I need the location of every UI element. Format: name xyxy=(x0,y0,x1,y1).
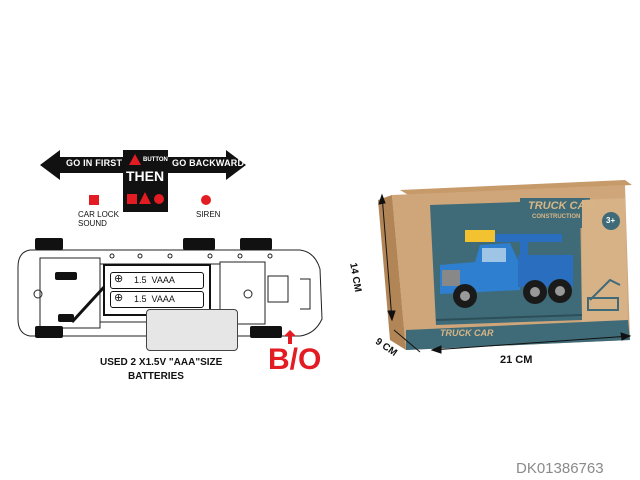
button-label: BUTTON xyxy=(143,157,168,163)
circle-button-icon xyxy=(154,194,164,204)
bottom-logo: TRUCK CAR xyxy=(440,328,494,338)
age-badge xyxy=(602,212,620,230)
battery-2-plus-icon: ⊕ xyxy=(114,292,124,304)
width-dimension: 21 CM xyxy=(500,354,533,366)
square-button-icon xyxy=(127,194,137,204)
height-dimension: 14 CM xyxy=(347,262,364,293)
siren-circle-icon xyxy=(201,195,211,205)
battery-2-label: 1.5 VAAA xyxy=(134,294,175,304)
brand-sub: CONSTRUCTION xyxy=(532,214,581,220)
battery-1-plus-icon: ⊕ xyxy=(114,273,124,285)
truck-underside-diagram xyxy=(17,238,323,338)
car-lock-label: CAR LOCK xyxy=(78,210,119,219)
car-lock-sound-label: SOUND xyxy=(78,219,107,228)
go-backward-label: GO BACKWARD xyxy=(172,158,245,168)
battery-1 xyxy=(110,272,204,289)
battery-note-line2: BATTERIES xyxy=(128,371,184,382)
age-badge-label: 3+ xyxy=(606,216,616,225)
up-arrow-icon xyxy=(284,330,296,344)
then-label: THEN xyxy=(126,168,165,184)
watermark: DK01386763 xyxy=(516,460,604,477)
battery-note-line1: USED 2 X1.5V "AAA"SIZE xyxy=(100,357,223,368)
triangle-button-icon xyxy=(129,154,141,165)
go-in-first-label: GO IN FIRST xyxy=(66,158,123,168)
battery-1-label: 1.5 VAAA xyxy=(134,275,175,285)
brand-logo: TRUCK CAR xyxy=(528,200,594,212)
dimension-lines xyxy=(378,193,632,354)
instruction-diagram: GO IN FIRST GO BACKWARD BUTTON THEN CAR … xyxy=(0,0,340,420)
battery-cover xyxy=(146,309,238,351)
bo-label: B/O xyxy=(268,343,322,376)
car-lock-square-icon xyxy=(89,195,99,205)
siren-label: SIREN xyxy=(196,210,221,219)
triangle-button-icon-2 xyxy=(139,192,151,204)
battery-2 xyxy=(110,291,204,308)
